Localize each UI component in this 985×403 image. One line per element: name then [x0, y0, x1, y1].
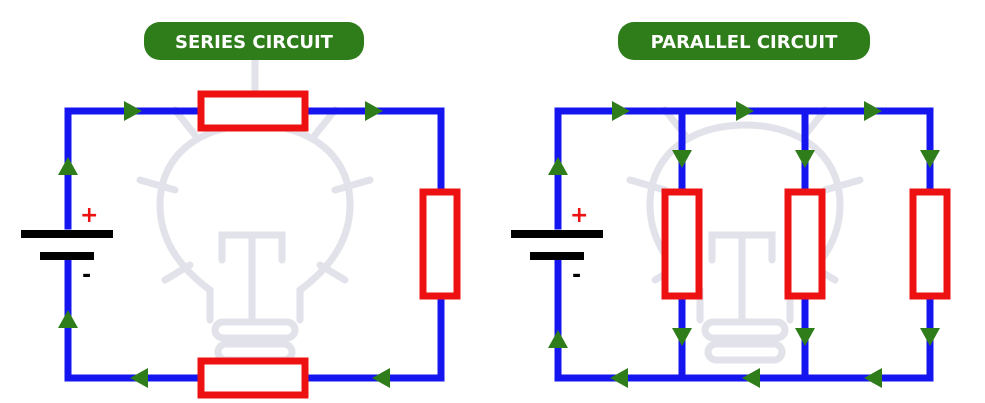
series-circuit: + - SERIES CIRCUIT: [21, 22, 461, 399]
series-resistor-top: [197, 90, 309, 132]
parallel-title-badge: PARALLEL CIRCUIT: [618, 22, 870, 60]
series-plus-sign: +: [80, 203, 98, 228]
parallel-plus-sign: +: [570, 203, 588, 228]
current-arrow-icon: [672, 328, 692, 346]
series-minus-sign: -: [82, 263, 91, 288]
parallel-title: PARALLEL CIRCUIT: [651, 32, 839, 53]
current-arrow-icon: [742, 368, 760, 388]
series-resistor-bottom: [197, 357, 309, 399]
battery-negative-plate: [530, 252, 584, 260]
current-arrow-icon: [672, 150, 692, 168]
current-arrow-icon: [124, 101, 142, 121]
parallel-minus-sign: -: [572, 263, 581, 288]
light-bulb-icon: [626, 106, 864, 364]
current-arrow-icon: [864, 368, 882, 388]
current-arrow-icon: [864, 101, 882, 121]
battery-positive-plate: [21, 230, 113, 238]
parallel-resistor-3: [909, 188, 951, 300]
parallel-resistor-2: [784, 188, 826, 300]
current-arrow-icon: [130, 368, 148, 388]
current-arrow-icon: [58, 310, 78, 328]
series-arrows: [58, 101, 390, 388]
series-battery: [21, 230, 113, 260]
series-title: SERIES CIRCUIT: [175, 32, 334, 53]
current-arrow-icon: [372, 368, 390, 388]
current-arrow-icon: [736, 101, 754, 121]
parallel-circuit: + - PARALLEL CIRCUIT: [511, 22, 951, 388]
series-title-badge: SERIES CIRCUIT: [144, 22, 364, 60]
parallel-arrows: [548, 101, 940, 388]
current-arrow-icon: [365, 101, 383, 121]
current-arrow-icon: [795, 150, 815, 168]
current-arrow-icon: [610, 368, 628, 388]
current-arrow-icon: [920, 328, 940, 346]
current-arrow-icon: [548, 330, 568, 348]
current-arrow-icon: [612, 101, 630, 121]
series-resistor-right: [419, 188, 461, 300]
parallel-resistor-1: [661, 188, 703, 300]
parallel-battery: [511, 230, 603, 260]
battery-negative-plate: [40, 252, 94, 260]
current-arrow-icon: [58, 157, 78, 175]
current-arrow-icon: [795, 328, 815, 346]
battery-positive-plate: [511, 230, 603, 238]
current-arrow-icon: [548, 157, 568, 175]
current-arrow-icon: [920, 150, 940, 168]
